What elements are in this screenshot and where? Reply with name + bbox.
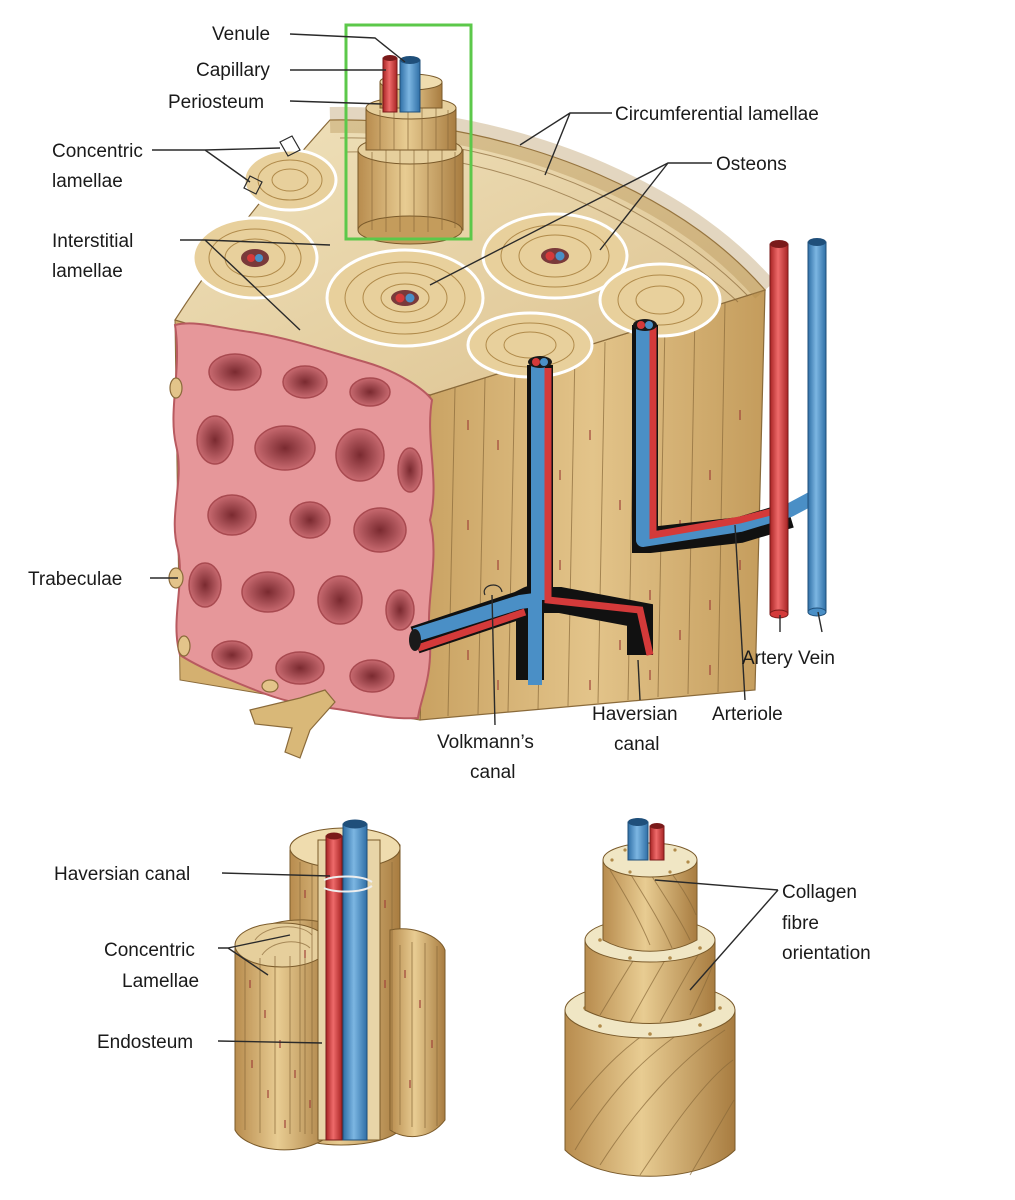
label-concentric-lamellae-line2: lamellae (52, 171, 123, 192)
highlight-box (344, 23, 473, 241)
label-haversian-canal-line1: Haversian (592, 704, 678, 725)
leader-lines (150, 33, 823, 1044)
label-endosteum: Endosteum (97, 1032, 193, 1053)
label-interstitial-lamellae-line2: lamellae (52, 261, 123, 282)
collagen-fibre-cylinders (564, 818, 736, 1177)
osteon-cutaway (234, 819, 446, 1151)
label-periosteum: Periosteum (168, 92, 264, 113)
label-artery-vein: Artery Vein (742, 648, 835, 669)
label-osteon-concentric-line1: Concentric (104, 940, 195, 961)
label-collagen-line3: orientation (782, 943, 871, 964)
osteon-rings (191, 148, 722, 379)
label-osteons: Osteons (716, 154, 787, 175)
label-venule: Venule (212, 24, 270, 45)
label-osteon-concentric-line2: Lamellae (122, 971, 199, 992)
label-concentric-lamellae-line1: Concentric (52, 141, 143, 162)
label-capillary: Capillary (196, 60, 270, 81)
label-osteon-haversian-canal: Haversian canal (54, 864, 190, 885)
label-volkmanns-canal-line1: Volkmann’s (437, 732, 534, 753)
labels: Venule Capillary Periosteum Circumferent… (28, 24, 871, 1053)
external-artery-vein (769, 238, 827, 619)
periosteum-osteon-cylinder (357, 55, 464, 245)
label-haversian-canal-line2: canal (614, 734, 659, 755)
label-volkmanns-canal-line2: canal (470, 762, 515, 783)
label-interstitial-lamellae-line1: Interstitial (52, 231, 133, 252)
blood-vessel-network (409, 319, 822, 685)
label-trabeculae: Trabeculae (28, 569, 122, 590)
spongy-bone-trabeculae (168, 322, 435, 759)
label-arteriole: Arteriole (712, 704, 783, 725)
label-collagen-line1: Collagen (782, 882, 857, 903)
label-circumferential-lamellae: Circumferential lamellae (615, 104, 819, 125)
label-collagen-line2: fibre (782, 913, 819, 934)
